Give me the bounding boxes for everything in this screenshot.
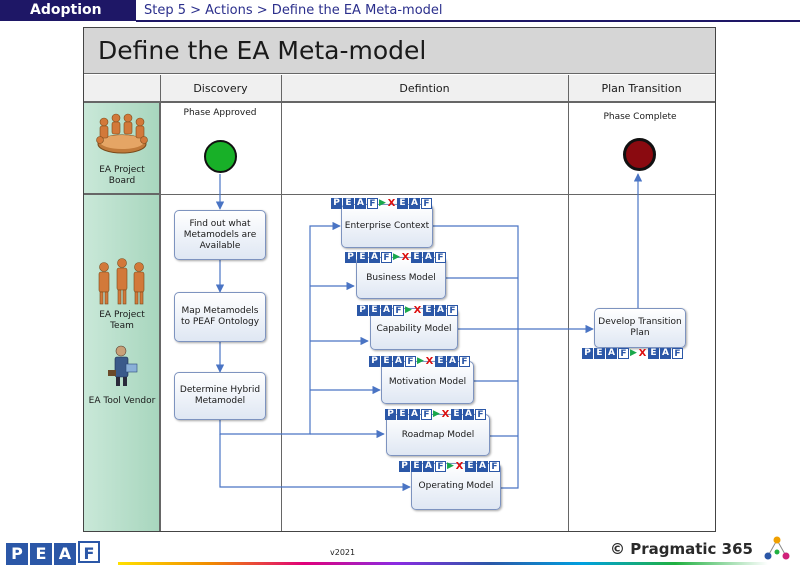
task-business-model[interactable]: Business Model <box>356 257 446 299</box>
start-event-label: Phase Approved <box>183 108 257 118</box>
column-divider <box>281 75 282 531</box>
corner-cell <box>84 75 160 102</box>
molecule-icon <box>764 536 790 560</box>
task-find-metamodels[interactable]: Find out what Metamodels are Available <box>174 210 266 260</box>
task-develop-transition-plan[interactable]: Develop Transition Plan <box>594 308 686 348</box>
task-motivation-model[interactable]: Motivation Model <box>381 361 474 404</box>
lane-label-board: EA Project Board <box>99 165 145 186</box>
section-tag: Adoption <box>0 0 136 21</box>
end-event <box>623 138 656 171</box>
task-enterprise-context[interactable]: Enterprise Context <box>341 204 433 248</box>
vendor-icon <box>108 345 138 386</box>
task-determine-hybrid[interactable]: Determine Hybrid Metamodel <box>174 372 266 420</box>
lane-divider <box>84 194 715 195</box>
lane-label-vendor: EA Tool Vendor <box>88 396 156 406</box>
column-header-plan-transition: Plan Transition <box>568 75 715 102</box>
diagram-title: Define the EA Meta-model <box>84 28 715 74</box>
board-meeting-icon <box>96 113 148 154</box>
column-header-discovery: Discovery <box>160 75 281 102</box>
task-roadmap-model[interactable]: Roadmap Model <box>386 414 490 456</box>
footer-rainbow-bar <box>118 562 768 565</box>
breadcrumb: Step 5 > Actions > Define the EA Meta-mo… <box>144 3 443 18</box>
end-event-label: Phase Complete <box>603 112 677 122</box>
start-event <box>204 140 237 173</box>
column-divider <box>568 75 569 531</box>
header-divider <box>84 102 715 103</box>
column-divider <box>160 75 161 531</box>
column-header-definition: Defintion <box>281 75 568 102</box>
team-icon <box>98 258 145 305</box>
header-rule <box>136 20 800 22</box>
brand-label: © Pragmatic 365 <box>610 540 753 558</box>
lane-label-team: EA Project Team <box>99 310 145 331</box>
version-label: v2021 <box>330 548 356 557</box>
task-map-metamodels[interactable]: Map Metamodels to PEAF Ontology <box>174 292 266 342</box>
